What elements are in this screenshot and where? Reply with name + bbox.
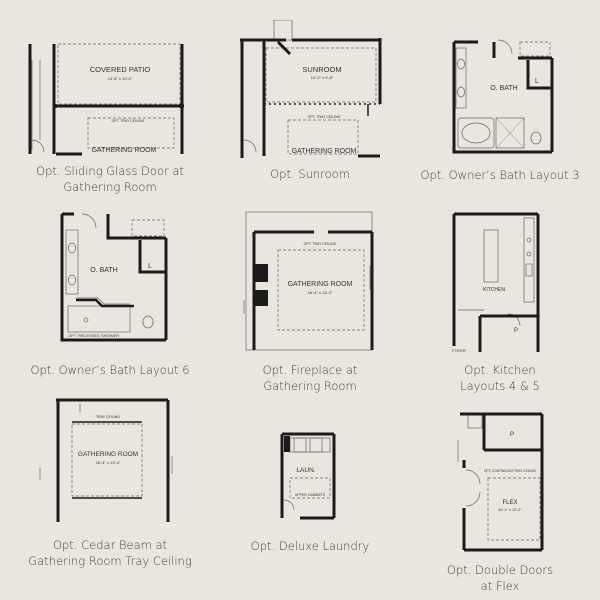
floor-plan-sunroom: SUNROOM 14'-2" x 9'-8" OPT. TRAY CEILING…: [238, 20, 388, 158]
label-continuous-tray-ceiling: OPT. CONTINUOUS TRAY CEILING: [484, 469, 537, 473]
label-tray-ceiling: TRAY CEILING: [96, 415, 120, 419]
floor-plan-deluxe-laundry: LAUN. UPPER CABINETS: [276, 430, 338, 522]
room-label-sunroom: SUNROOM: [302, 65, 341, 74]
room-label-kitchen: KITCHEN: [483, 287, 505, 293]
label-tray-ceiling: OPT. TRAY CEILING: [308, 115, 341, 119]
label-tray-ceiling: OPT. TRAY CEILING: [112, 119, 145, 123]
room-label-linen: L: [535, 78, 539, 85]
caption-owners-bath-3: Opt. Owner’s Bath Layout 3: [420, 168, 580, 182]
caption-double-doors-flex: Opt. Double Doors at Flex: [446, 563, 554, 593]
room-dimension-gathering: 16'-4" x 13'-4": [96, 460, 121, 465]
floor-plan-sliding-glass-door: COVERED PATIO 14'-8" x 10'-0" OPT. TRAY …: [28, 40, 190, 156]
room-label-gathering: GATHERING ROOM: [92, 147, 157, 154]
caption-kitchen-layouts: Opt. Kitchen Layouts 4 & 5: [460, 363, 540, 393]
caption-cedar-beam: Opt. Cedar Beam at Gathering Room Tray C…: [28, 538, 192, 568]
room-label-laundry: LAUN.: [296, 467, 315, 474]
label-recessed-shower: OPT. RECESSED SHOWER: [68, 333, 119, 338]
floor-plan-double-doors-flex: P OPT. CONTINUOUS TRAY CEILING FLEX 10'-…: [452, 410, 548, 554]
room-dimension-gathering: 16'-4" x 13'-4": [308, 290, 333, 295]
room-label-linen: L: [148, 263, 152, 270]
floor-plan-owners-bath-6: O. BATH L OPT. RECESSED SHOWER: [58, 210, 170, 344]
room-label-flex: FLEX: [502, 500, 517, 506]
floor-plan-cedar-beam: TRAY CEILING GATHERING ROOM 16'-4" x 13'…: [36, 396, 182, 526]
caption-deluxe-laundry: Opt. Deluxe Laundry: [250, 539, 370, 553]
floor-plan-kitchen: KITCHEN P FOYER: [448, 210, 550, 354]
room-label-pantry: P: [514, 328, 518, 334]
room-label-owners-bath: O. BATH: [90, 267, 117, 274]
caption-sunroom: Opt. Sunroom: [270, 167, 350, 181]
room-label-gathering: GATHERING ROOM: [288, 281, 353, 288]
room-label-covered-patio: COVERED PATIO: [90, 65, 151, 74]
caption-fireplace: Opt. Fireplace at Gathering Room: [262, 363, 358, 393]
caption-owners-bath-6: Opt. Owner’s Bath Layout 6: [30, 363, 190, 377]
room-dimension-flex: 10'-1" x 12'-2": [498, 508, 522, 512]
room-label-pantry: P: [510, 432, 514, 438]
room-label-foyer: FOYER: [452, 348, 466, 353]
floor-plan-fireplace: OPT. TRAY CEILING GATHERING ROOM 16'-4" …: [238, 210, 374, 352]
room-label-gathering: GATHERING ROOM: [292, 148, 357, 155]
floor-plan-owners-bath-3: O. BATH L: [448, 38, 558, 156]
label-tray-ceiling: OPT. TRAY CEILING: [304, 242, 337, 246]
label-upper-cabinets: UPPER CABINETS: [295, 493, 326, 497]
caption-sliding-glass-door: Opt. Sliding Glass Door at Gathering Roo…: [36, 164, 184, 194]
room-dimension-patio: 14'-8" x 10'-0": [108, 76, 133, 81]
room-label-owners-bath: O. BATH: [490, 85, 517, 92]
room-dimension-sunroom: 14'-2" x 9'-8": [311, 75, 334, 80]
room-label-gathering: GATHERING ROOM: [78, 451, 138, 458]
